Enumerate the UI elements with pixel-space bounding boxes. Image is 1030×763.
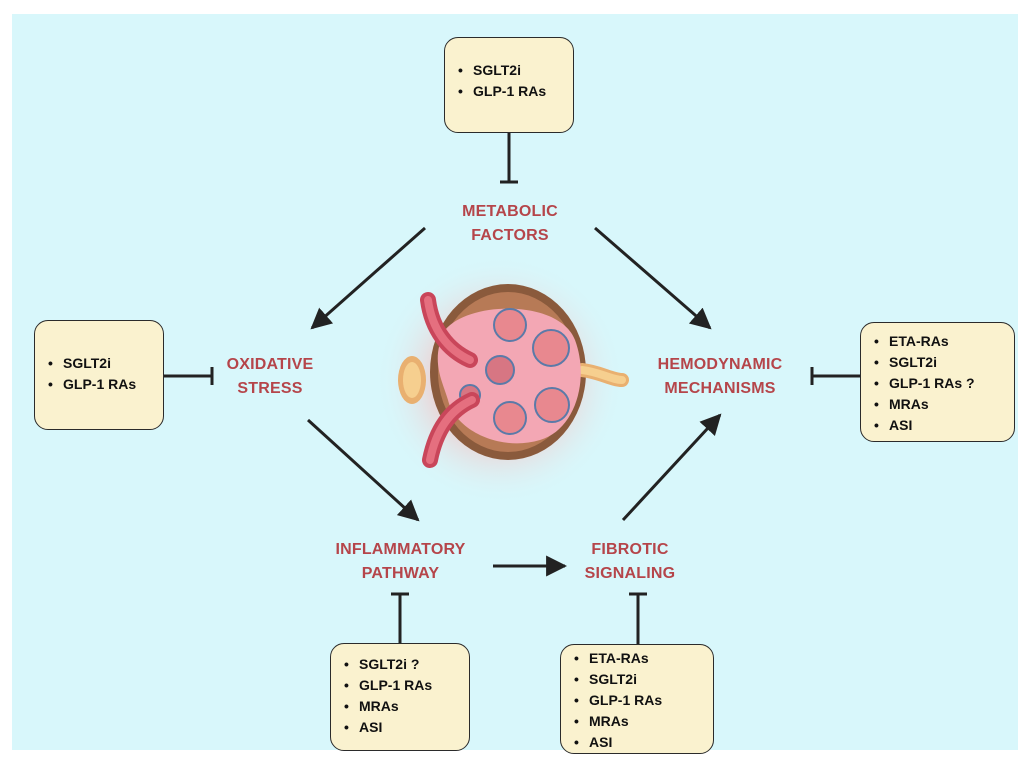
drug-box-inflammatory: SGLT2i ? GLP-1 RAs MRAs ASI [330, 643, 470, 751]
drug-item: ASI [339, 717, 459, 738]
node-oxidative-stress: OXIDATIVE STRESS [210, 353, 330, 401]
drug-item: SGLT2i [453, 60, 563, 81]
node-fibrotic-signaling: FIBROTIC SIGNALING [570, 538, 690, 586]
drug-item: SGLT2i [569, 669, 703, 690]
node-hemodynamic-mechanisms: HEMODYNAMIC MECHANISMS [640, 353, 800, 401]
drug-item: ETA-RAs [569, 648, 703, 669]
drug-item: ASI [569, 732, 703, 753]
drug-item: MRAs [339, 696, 459, 717]
node-metabolic-factors: METABOLIC FACTORS [440, 200, 580, 248]
drug-item: GLP-1 RAs [43, 374, 153, 395]
drug-item: MRAs [569, 711, 703, 732]
drug-box-fibrotic: ETA-RAs SGLT2i GLP-1 RAs MRAs ASI [560, 644, 714, 754]
node-inflammatory-pathway: INFLAMMATORY PATHWAY [318, 538, 483, 586]
drug-item: GLP-1 RAs [453, 81, 563, 102]
drug-box-oxidative: SGLT2i GLP-1 RAs [34, 320, 164, 430]
drug-item: SGLT2i [43, 353, 153, 374]
drug-item: ETA-RAs [869, 331, 1006, 352]
drug-item: MRAs [869, 394, 1006, 415]
drug-item: GLP-1 RAs [569, 690, 703, 711]
drug-item: GLP-1 RAs [339, 675, 459, 696]
drug-item: SGLT2i [869, 352, 1006, 373]
drug-item: SGLT2i ? [339, 654, 459, 675]
drug-item: ASI [869, 415, 1006, 436]
drug-box-metabolic: SGLT2i GLP-1 RAs [444, 37, 574, 133]
drug-box-hemodynamic: ETA-RAs SGLT2i GLP-1 RAs ? MRAs ASI [860, 322, 1015, 442]
drug-item: GLP-1 RAs ? [869, 373, 1006, 394]
